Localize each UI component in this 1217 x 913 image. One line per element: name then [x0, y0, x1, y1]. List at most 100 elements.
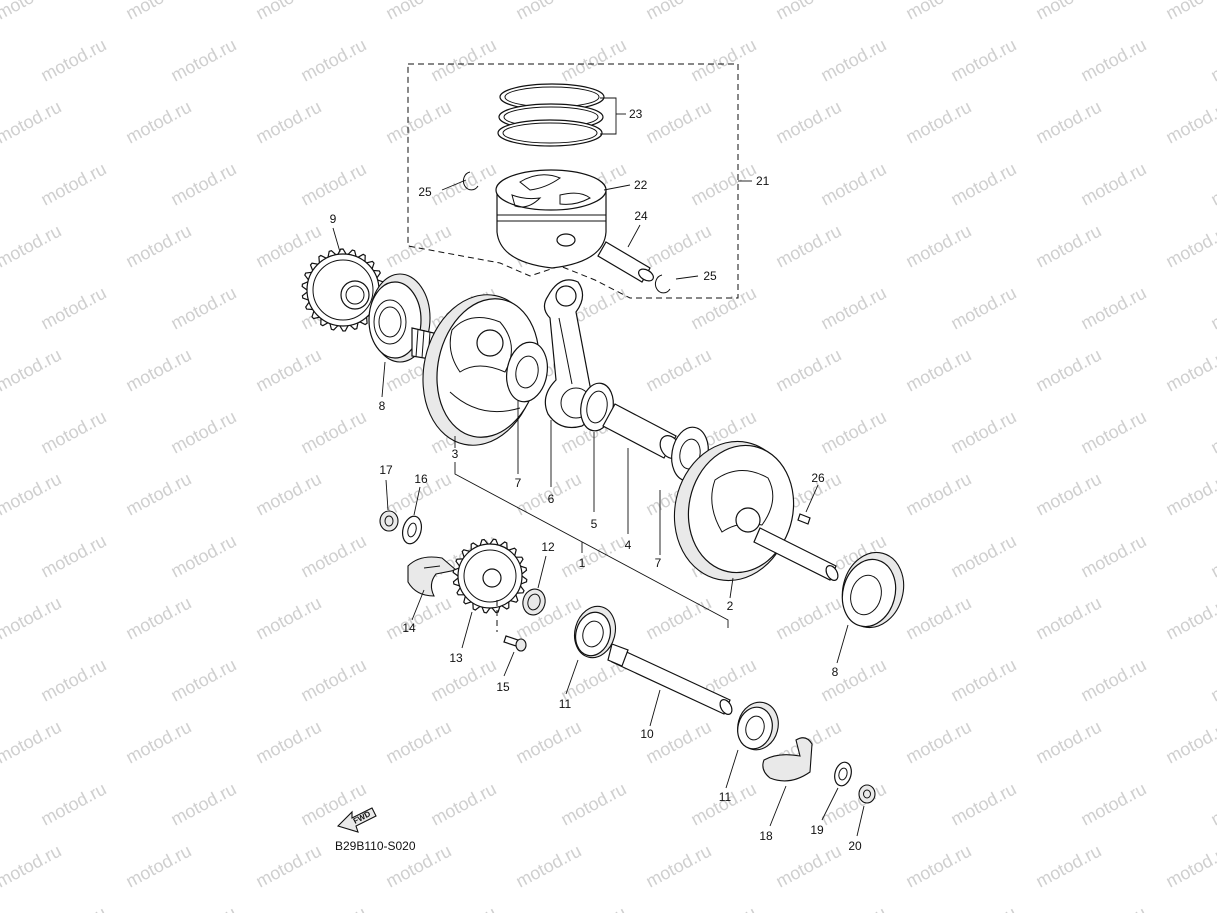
watermark-text: motod.ru	[1032, 469, 1104, 520]
watermark-text: motod.ru	[122, 221, 194, 272]
watermark-text: motod.ru	[687, 283, 759, 334]
watermark-text: motod.ru	[122, 841, 194, 892]
washer-16	[401, 515, 423, 545]
watermark-text: motod.ru	[122, 345, 194, 396]
watermark-text: motod.ru	[687, 903, 759, 913]
piston-assembly-boundary	[407, 63, 739, 299]
watermark-text: motod.ru	[252, 593, 324, 644]
watermark-text: motod.ru	[947, 35, 1019, 86]
watermark-text: motod.ru	[512, 0, 584, 24]
watermark-text: motod.ru	[252, 717, 324, 768]
label-23: 23	[629, 107, 643, 121]
balancer-bearing-lower	[737, 701, 779, 751]
watermark-text: motod.ru	[947, 655, 1019, 706]
watermark-text: motod.ru	[37, 531, 109, 582]
label-15: 15	[496, 680, 510, 694]
label-21: 21	[756, 174, 770, 188]
watermark-text: motod.ru	[122, 593, 194, 644]
piston-assembly-group	[407, 63, 752, 299]
watermark-text: motod.ru	[557, 779, 629, 830]
watermark-text: motod.ru	[122, 97, 194, 148]
watermark-text: motod.ru	[1207, 779, 1217, 830]
watermark-text: motod.ru	[167, 407, 239, 458]
watermark-text: motod.ru	[252, 97, 324, 148]
label-6: 6	[548, 492, 555, 506]
watermark-text: motod.ru	[947, 779, 1019, 830]
watermark-text: motod.ru	[167, 903, 239, 913]
watermark-text: motod.ru	[1032, 97, 1104, 148]
watermark-text: motod.ru	[297, 35, 369, 86]
piston	[495, 169, 607, 269]
watermark-text: motod.ru	[382, 593, 454, 644]
watermark-text: motod.ru	[297, 407, 369, 458]
washer-19	[834, 761, 852, 787]
watermark-text: motod.ru	[772, 97, 844, 148]
watermark-text: motod.ru	[1207, 407, 1217, 458]
watermark-text: motod.ru	[382, 717, 454, 768]
balancer-bearing-upper	[573, 605, 617, 659]
circlip-left	[462, 171, 479, 191]
watermark-text: motod.ru	[642, 841, 714, 892]
label-18: 18	[759, 829, 773, 843]
watermark-text: motod.ru	[1207, 903, 1217, 913]
label-25-right: 25	[703, 269, 717, 283]
watermark-text: motod.ru	[642, 221, 714, 272]
watermark-text: motod.ru	[1032, 717, 1104, 768]
watermark-text: motod.ru	[167, 35, 239, 86]
watermark-text: motod.ru	[1077, 35, 1149, 86]
watermark-text: motod.ru	[817, 903, 889, 913]
leader-15	[503, 651, 515, 677]
watermark-text: motod.ru	[772, 593, 844, 644]
watermark-text: motod.ru	[687, 159, 759, 210]
watermark-text: motod.ru	[687, 779, 759, 830]
label-7-left: 7	[515, 476, 522, 490]
leader-14	[411, 589, 425, 621]
watermark-text: motod.ru	[1207, 283, 1217, 334]
watermark-text: motod.ru	[167, 655, 239, 706]
watermark-text: motod.ru	[1077, 655, 1149, 706]
watermark-text: motod.ru	[252, 469, 324, 520]
watermark-text: motod.ru	[1207, 159, 1217, 210]
watermark-text: motod.ru	[1207, 35, 1217, 86]
watermark-text: motod.ru	[1077, 283, 1149, 334]
leader-17	[385, 479, 389, 511]
watermark-text: motod.ru	[427, 655, 499, 706]
watermark-text: motod.ru	[1162, 0, 1217, 24]
watermark-text: motod.ru	[297, 531, 369, 582]
watermark-text: motod.ru	[1162, 345, 1217, 396]
watermark-text: motod.ru	[772, 221, 844, 272]
watermark-text: motod.ru	[817, 283, 889, 334]
watermark-text: motod.ru	[947, 407, 1019, 458]
watermark-text: motod.ru	[642, 0, 714, 24]
watermark-text: motod.ru	[167, 159, 239, 210]
watermark-text: motod.ru	[902, 221, 974, 272]
watermark-text: motod.ru	[512, 717, 584, 768]
watermark-text: motod.ru	[0, 97, 65, 148]
watermark-text: motod.ru	[37, 903, 109, 913]
leader-25a	[441, 179, 467, 191]
watermark-text: motod.ru	[0, 345, 65, 396]
watermark-text: motod.ru	[947, 159, 1019, 210]
watermark-text: motod.ru	[512, 841, 584, 892]
watermark-text: motod.ru	[1162, 841, 1217, 892]
watermark-text: motod.ru	[1162, 97, 1217, 148]
watermark-text: motod.ru	[817, 159, 889, 210]
watermark-text: motod.ru	[0, 717, 65, 768]
label-4: 4	[625, 538, 632, 552]
watermark-text: motod.ru	[557, 35, 629, 86]
watermark-text: motod.ru	[1032, 0, 1104, 24]
watermark-text: motod.ru	[772, 841, 844, 892]
watermark-text: motod.ru	[382, 0, 454, 24]
label-14: 14	[402, 621, 416, 635]
watermark-text: motod.ru	[1032, 221, 1104, 272]
watermark-text: motod.ru	[557, 531, 629, 582]
label-25-left: 25	[418, 185, 432, 199]
piston-pin	[597, 241, 654, 283]
watermark-text: motod.ru	[1077, 779, 1149, 830]
watermark-text: motod.ru	[947, 283, 1019, 334]
watermark-text: motod.ru	[0, 841, 65, 892]
watermark-text: motod.ru	[297, 655, 369, 706]
leader-2	[729, 577, 734, 599]
callout-labels: 1 2 3 4 5 6 7 7 8 8 9 10 11 11 12 13 14 …	[330, 107, 862, 853]
